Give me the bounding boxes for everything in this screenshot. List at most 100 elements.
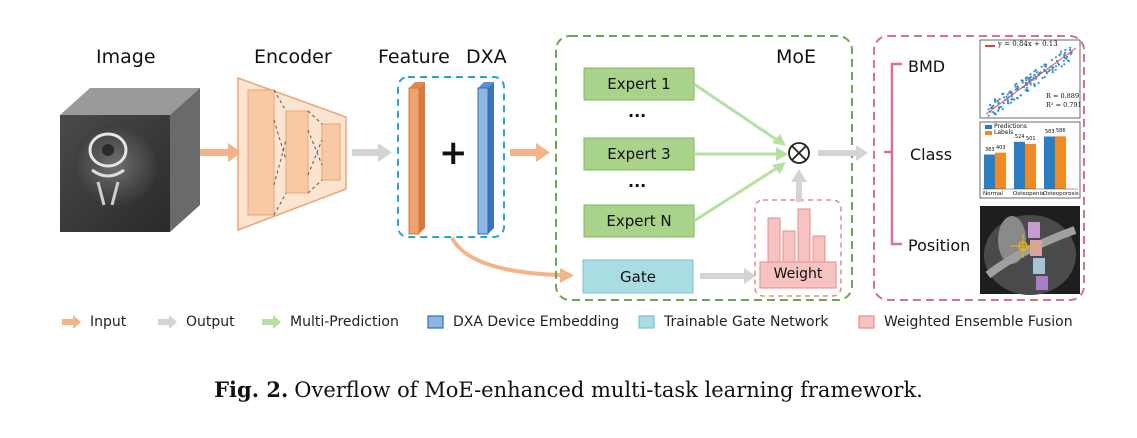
caption-label: Fig. 2. (214, 377, 289, 402)
encoder-title: Encoder (254, 46, 332, 68)
bmd-scatter-point (987, 114, 990, 117)
bmd-scatter-point (1010, 98, 1013, 101)
bmd-scatter-point (1010, 91, 1013, 94)
output-arrow-2 (818, 145, 868, 161)
class-bar-value: 501 (1026, 135, 1036, 142)
bmd-scatter-point (996, 99, 1000, 102)
legend-label: Weighted Ensemble Fusion (884, 314, 1073, 330)
weight-frame (754, 199, 842, 297)
bmd-scatter-point (1008, 91, 1011, 94)
bmd-scatter-point (1033, 84, 1036, 88)
legend-item: Trainable Gate Network (638, 311, 828, 333)
class-bar-value: 524 (1015, 133, 1025, 140)
expert-n-label: Expert N (606, 212, 672, 230)
bmd-scatter-point (989, 103, 992, 107)
bmd-scatter-point (1013, 98, 1016, 101)
bmd-equation: y = 0.84x + 0.13 (998, 40, 1058, 48)
legend-item: Output (158, 311, 235, 333)
prediction-arrowheads (772, 134, 788, 174)
legend-label: Input (90, 314, 127, 330)
bmd-scatter-point (992, 111, 995, 114)
legend-item: Input (62, 311, 126, 333)
bmd-scatter-point (1050, 58, 1053, 62)
ellipsis-upper: ... (628, 102, 647, 121)
bmd-scatter-point (1020, 79, 1023, 82)
bmd-scatter-point (1051, 66, 1054, 69)
bmd-scatter-point (1045, 72, 1049, 75)
class-bar (995, 152, 1006, 189)
class-label: Class (910, 145, 953, 164)
class-bar-value: 586 (1056, 128, 1066, 135)
expert-1-label: Expert 1 (607, 75, 671, 93)
bmd-scatter-point (987, 108, 990, 111)
bmd-scatter-point (1063, 63, 1066, 66)
bmd-scatter-point (1060, 65, 1063, 68)
bmd-scatter-point (1043, 75, 1046, 79)
class-bar (1055, 136, 1066, 189)
position-ct-image (980, 206, 1080, 295)
bmd-r-value: R = 0.889 (1046, 92, 1080, 100)
position-label: Position (908, 236, 971, 255)
class-bar (984, 154, 995, 189)
bmd-scatter-point (1025, 86, 1028, 89)
bmd-label: BMD (908, 57, 946, 76)
bmd-scatter-point (1043, 68, 1046, 71)
gate-box (582, 259, 694, 294)
figure-caption: Fig. 2.Overflow of MoE-enhanced multi-ta… (0, 377, 1137, 402)
gate-label: Gate (620, 268, 656, 286)
plus-sign: + (439, 133, 468, 173)
bmd-scatter-point (1063, 53, 1066, 56)
bmd-scatter-point (1040, 65, 1043, 68)
class-legend-predictions: Predictions (994, 123, 1027, 130)
feature-to-gate-arrow (450, 236, 574, 283)
legend-box-icon (858, 315, 875, 329)
bmd-scatter-point (1006, 100, 1010, 103)
bmd-scatter-point (1002, 96, 1006, 99)
bmd-scatter-point (1016, 85, 1019, 88)
bmd-scatter-point (1039, 71, 1042, 74)
bmd-scatter-point (1000, 105, 1003, 108)
bmd-scatter-point (1069, 46, 1072, 49)
bmd-scatter-point (1001, 92, 1004, 95)
caption-text: Overflow of MoE-enhanced multi-task lear… (294, 378, 923, 402)
encoder-block (237, 76, 347, 232)
gate-to-weight-arrow (700, 268, 756, 284)
bmd-scatter-point (1024, 81, 1027, 84)
class-bar (1014, 141, 1025, 189)
ct-image-cube (60, 88, 200, 232)
bmd-scatter-point (1006, 93, 1009, 96)
bmd-scatter-point (1029, 83, 1032, 86)
expert-3-label: Expert 3 (607, 145, 671, 163)
bmd-scatter-point (1064, 48, 1067, 52)
expert-n-box (583, 204, 695, 238)
bmd-scatter-point (1005, 95, 1008, 99)
bmd-scatter-point (1051, 71, 1054, 74)
legend-item: DXA Device Embedding (427, 311, 619, 333)
class-bar-value: 383 (985, 146, 995, 153)
bmd-scatter-point (1006, 98, 1009, 101)
bmd-scatter-point (1015, 87, 1018, 90)
bmd-scatter-point (1041, 76, 1044, 79)
bmd-scatter-point (1026, 76, 1029, 79)
bmd-r2-value: R² = 0.791 (1046, 101, 1082, 109)
legend-label: Multi-Prediction (290, 314, 399, 330)
bmd-scatter-point (1048, 68, 1051, 71)
output-frame (873, 35, 1085, 301)
bmd-scatter-point (991, 105, 994, 108)
class-bar-value: 583 (1045, 128, 1055, 135)
moe-frame (555, 35, 853, 301)
bmd-scatter-point (1015, 82, 1018, 85)
feature-dxa-frame (397, 76, 505, 238)
bmd-scatter-point (1033, 70, 1036, 73)
bmd-scatter-point (1069, 48, 1072, 52)
input-arrow-1 (200, 143, 242, 162)
bmd-scatter-point (1060, 50, 1063, 53)
input-arrow-2 (510, 143, 550, 162)
bmd-scatter-point (1064, 51, 1067, 54)
class-bar (1025, 143, 1036, 189)
legend-item: Multi-Prediction (262, 311, 399, 333)
feature-vector-bar (408, 82, 425, 235)
bmd-scatter-point (1056, 62, 1060, 65)
class-bar (1044, 136, 1055, 189)
output-bracket (884, 62, 902, 246)
